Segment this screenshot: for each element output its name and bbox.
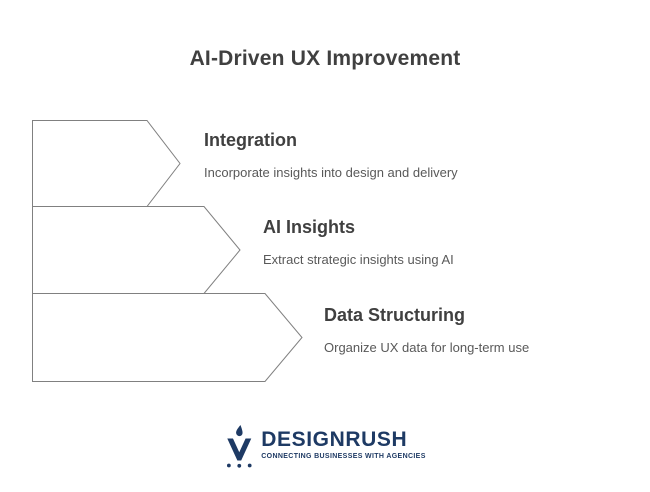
step-description: Extract strategic insights using AI (263, 252, 454, 267)
arrow-shape-step-1 (32, 120, 181, 207)
logo-tagline: CONNECTING BUSINESSES WITH AGENCIES (261, 453, 426, 460)
step-heading: Integration (204, 130, 297, 150)
step-heading: Data Structuring (324, 305, 466, 325)
arrow-shape-step-3 (32, 293, 303, 382)
step-ai-insights: AI Insights Extract strategic insights u… (263, 217, 563, 267)
step-description: Incorporate insights into design and del… (204, 165, 458, 180)
step-description: Organize UX data for long-term use (324, 340, 530, 355)
step-integration: Integration Incorporate insights into de… (204, 130, 504, 180)
designrush-logo: DESIGNRUSH CONNECTING BUSINESSES WITH AG… (224, 425, 425, 468)
arrow-shape-step-2 (32, 206, 241, 294)
logo-text-block: DESIGNRUSH CONNECTING BUSINESSES WITH AG… (261, 429, 425, 461)
page-title: AI-Driven UX Improvement (189, 47, 461, 70)
step-data-structuring: Data Structuring Organize UX data for lo… (324, 305, 624, 355)
step-heading: AI Insights (263, 217, 356, 237)
torch-flame-v-icon (226, 425, 252, 468)
logo-wordmark: DESIGNRUSH (261, 428, 408, 451)
